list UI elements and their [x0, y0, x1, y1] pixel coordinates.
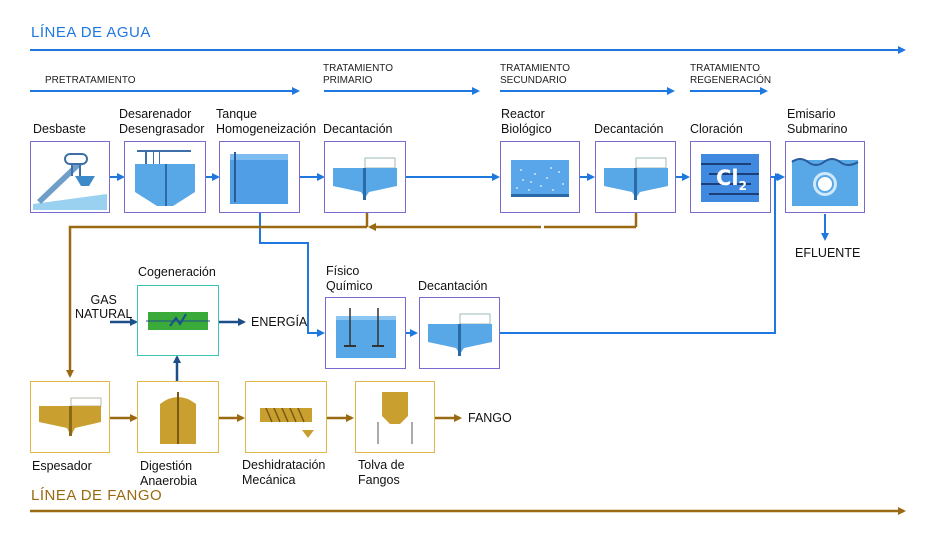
stage-pretratamiento: PRETRATAMIENTO: [45, 75, 136, 86]
label-cogeneracion: Cogeneración: [138, 265, 216, 279]
efluente-label: EFLUENTE: [795, 246, 861, 260]
thickener-icon: [39, 397, 102, 436]
label-decantacion-fisico: Decantación: [418, 279, 488, 293]
clarifier-icon: [604, 157, 668, 200]
chlorine-symbol: Cl2: [716, 166, 747, 194]
espesador-box: [30, 381, 110, 453]
grit-chamber-icon: [135, 150, 195, 206]
emisario-box: [785, 141, 865, 213]
cogeneracion-box: [137, 285, 219, 356]
tolva-box: [355, 381, 435, 453]
label-desbaste: Desbaste: [33, 122, 86, 136]
dewatering-screw-icon: [260, 407, 314, 438]
decantacion-primaria-box: [324, 141, 406, 213]
label-cloracion: Cloración: [690, 122, 743, 136]
sludge-line-title: LÍNEA DE FANGO: [31, 487, 163, 504]
screen-grid-icon: [33, 153, 107, 210]
fisico-quimico-box: [325, 297, 406, 369]
submarine-outfall-icon: [791, 158, 859, 206]
deshidratacion-box: [245, 381, 327, 453]
chlorine-tank-icon: [701, 154, 759, 202]
clarifier-icon: [333, 157, 397, 200]
cloracion-box: Cl2: [690, 141, 771, 213]
reactor-box: [500, 141, 580, 213]
cogeneration-icon: [146, 312, 210, 330]
decantacion-fisico-box: [419, 297, 500, 369]
bioreactor-icon: [511, 160, 569, 197]
sludge-hopper-icon: [377, 392, 413, 444]
decantacion-secundaria-box: [595, 141, 676, 213]
energia-label: ENERGÍA: [251, 315, 308, 329]
digestion-box: [137, 381, 219, 453]
label-decantacion-secundaria: Decantación: [594, 122, 664, 136]
digester-icon: [160, 392, 196, 444]
clarifier-icon: [428, 313, 492, 356]
water-line-title: LÍNEA DE AGUA: [31, 24, 151, 41]
tanque-box: [219, 141, 300, 213]
homogenization-tank-icon: [230, 152, 288, 204]
physical-chemical-tank-icon: [336, 308, 396, 358]
label-decantacion-primaria: Decantación: [323, 122, 393, 136]
fango-label: FANGO: [468, 411, 512, 425]
label-espesador: Espesador: [32, 459, 92, 473]
desarenador-box: [124, 141, 206, 213]
desbaste-box: [30, 141, 110, 213]
